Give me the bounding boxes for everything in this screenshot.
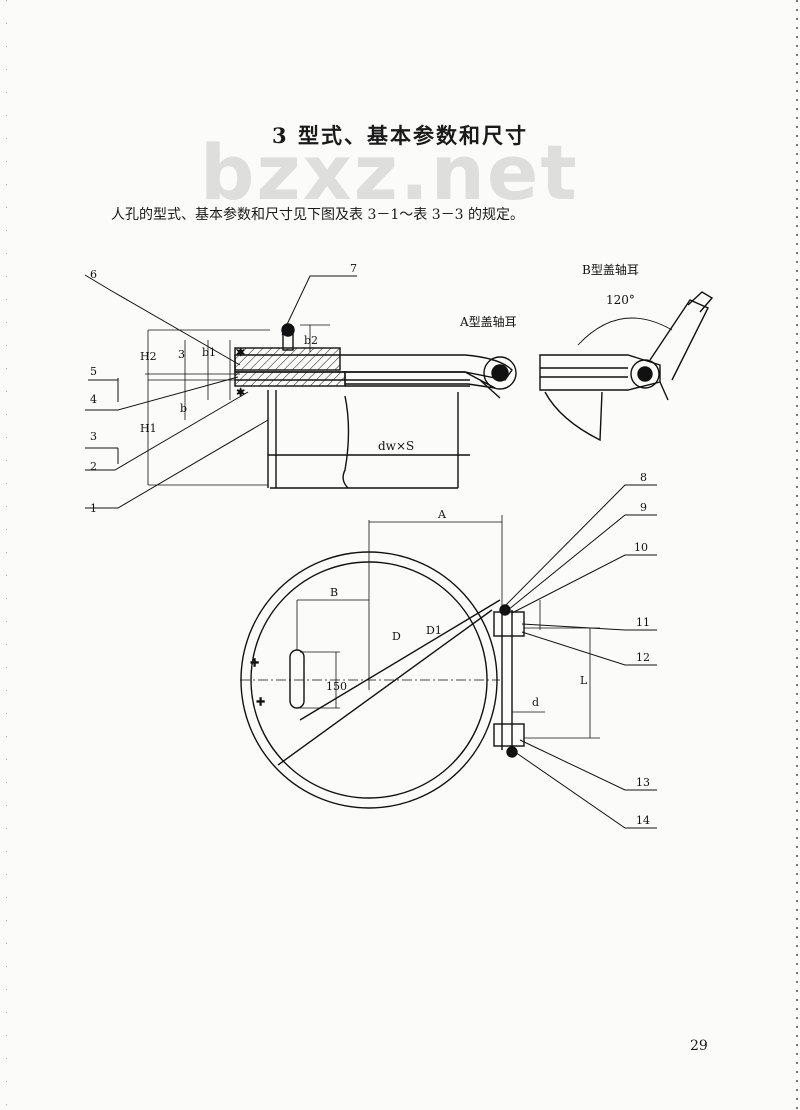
- a-hinge-label: A型盖轴耳: [459, 314, 517, 329]
- watermark: bzxz.net: [200, 128, 579, 217]
- dim-a: A: [437, 508, 447, 521]
- part-10: 10: [634, 541, 648, 554]
- part-1: 1: [90, 502, 97, 515]
- b-hinge-label: B型盖轴耳: [582, 262, 639, 277]
- part-8: 8: [640, 471, 647, 484]
- plan-view: + +: [240, 484, 657, 829]
- part-7: 7: [350, 262, 357, 275]
- svg-text:✶: ✶: [236, 346, 245, 359]
- section-heading: 3 型式、基本参数和尺寸: [272, 123, 528, 148]
- scan-edge-left: [6, 0, 7, 1110]
- part-11: 11: [636, 616, 650, 629]
- dim-b-plan: B: [330, 586, 338, 599]
- svg-text:✶: ✶: [236, 386, 245, 399]
- dim-3: 3: [178, 348, 185, 361]
- pipe-size-label: dw×S: [378, 439, 414, 453]
- part-6: 6: [90, 268, 97, 281]
- part-9: 9: [640, 501, 647, 514]
- dim-b: b: [180, 402, 187, 415]
- part-3: 3: [90, 430, 97, 443]
- dim-h2: H2: [140, 350, 157, 363]
- part-4: 4: [90, 393, 97, 406]
- b-hinge-detail: [539, 291, 714, 442]
- svg-text:+: +: [256, 695, 265, 708]
- part-13: 13: [636, 776, 650, 789]
- dim-b2: b2: [304, 334, 318, 347]
- dim-d-small: d: [532, 696, 539, 709]
- intro-paragraph: 人孔的型式、基本参数和尺寸见下图及表 3－1～表 3－3 的规定。: [111, 207, 524, 223]
- dim-d1: D1: [426, 624, 442, 637]
- svg-text:+: +: [250, 656, 259, 669]
- part-12: 12: [636, 651, 650, 664]
- dim-l: L: [580, 674, 588, 687]
- dim-d: D: [392, 630, 401, 643]
- part-14: 14: [636, 814, 650, 827]
- dim-b1: b1: [202, 346, 216, 359]
- angle-label: 120°: [606, 293, 635, 307]
- section-view: ✶ ✶: [84, 274, 517, 509]
- part-2: 2: [90, 460, 97, 473]
- dim-slot: 150: [326, 680, 347, 693]
- page-number: 29: [690, 1038, 708, 1054]
- scan-edge-right: [796, 0, 798, 1110]
- part-5: 5: [90, 365, 97, 378]
- dim-h1: H1: [140, 422, 157, 435]
